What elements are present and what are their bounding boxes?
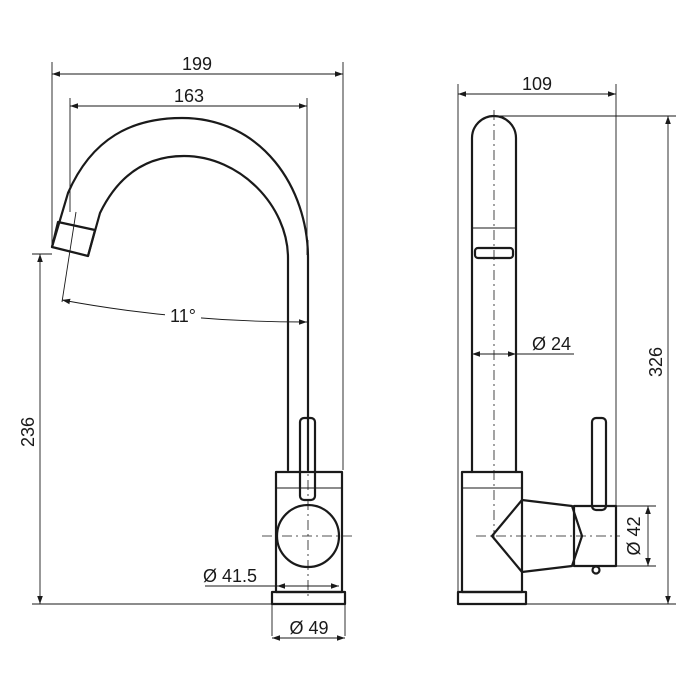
aerator-line (57, 221, 96, 231)
body-housing (274, 470, 344, 594)
dim-label-41-5: Ø 41.5 (203, 566, 257, 586)
angle-label-bg (165, 305, 201, 327)
lever-handle (298, 416, 317, 502)
dim-label-angle: 11° (170, 306, 196, 326)
dim-label-109: 109 (522, 74, 552, 94)
side-base (456, 590, 528, 606)
dim-label-49: Ø 49 (289, 618, 328, 638)
side-body (460, 470, 524, 594)
dim-label-42: Ø 42 (624, 516, 644, 555)
dim-label-236: 236 (18, 417, 38, 447)
base-plate (270, 590, 347, 606)
dim-label-24: Ø 24 (532, 334, 571, 354)
ext-angle (61, 211, 77, 303)
dim-label-163: 163 (174, 86, 204, 106)
dim-label-199: 199 (182, 54, 212, 74)
spout-inner-curve (86, 154, 290, 472)
side-lever (590, 416, 608, 512)
side-view: 109 326 Ø 24 Ø 42 (456, 74, 676, 606)
side-screw (591, 565, 601, 575)
dim-label-326: 326 (646, 347, 666, 377)
front-view: 199 163 11° 236 Ø 41.5 Ø 49 (18, 54, 356, 641)
spout-outer-curve (50, 116, 310, 472)
